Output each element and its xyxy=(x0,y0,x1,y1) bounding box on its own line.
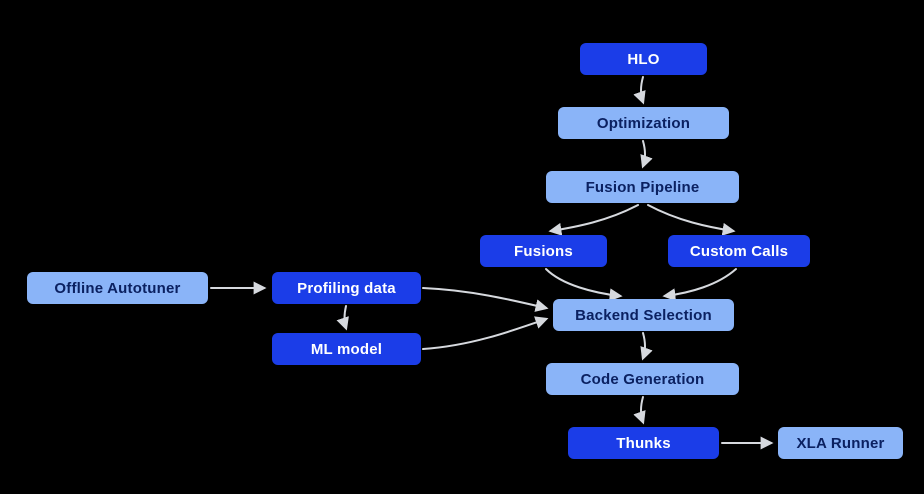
edge-code-generation-thunks xyxy=(633,396,646,425)
node-optimization: Optimization xyxy=(558,107,729,139)
edge-backend-selection-code-generation xyxy=(640,332,653,361)
edge-profiling-data-backend-selection xyxy=(422,287,549,312)
node-profiling-data: Profiling data xyxy=(272,272,421,304)
node-code-generation: Code Generation xyxy=(546,363,739,395)
edge-fusions-backend-selection xyxy=(545,268,623,302)
edge-optimization-fusion-pipeline xyxy=(640,140,653,169)
node-custom-calls: Custom Calls xyxy=(668,235,810,267)
edge-custom-calls-backend-selection xyxy=(662,268,737,302)
node-backend-selection: Backend Selection xyxy=(553,299,734,331)
edge-ml-model-backend-selection xyxy=(422,316,549,350)
node-thunks: Thunks xyxy=(568,427,719,459)
edge-fusion-pipeline-custom-calls xyxy=(647,204,736,236)
edge-profiling-data-ml-model xyxy=(336,305,349,331)
node-fusions: Fusions xyxy=(480,235,607,267)
node-hlo: HLO xyxy=(580,43,707,75)
node-xla-runner: XLA Runner xyxy=(778,427,903,459)
edge-fusion-pipeline-fusions xyxy=(548,204,639,236)
node-fusion-pipeline: Fusion Pipeline xyxy=(546,171,739,203)
node-ml-model: ML model xyxy=(272,333,421,365)
node-offline-autotuner: Offline Autotuner xyxy=(27,272,208,304)
edge-hlo-optimization xyxy=(633,76,646,105)
